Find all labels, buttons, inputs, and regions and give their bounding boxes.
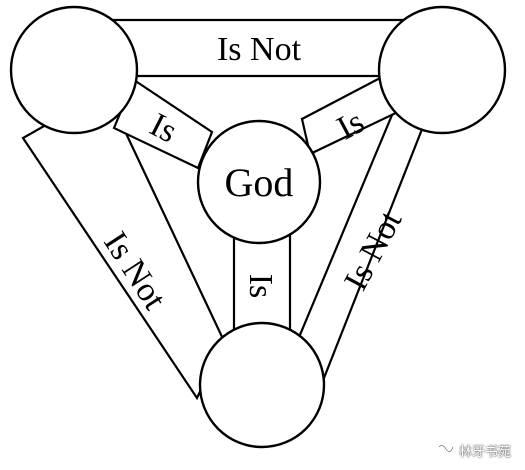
edge-top-label: Is Not xyxy=(217,31,302,68)
wechat-channel-icon xyxy=(438,443,454,453)
watermark: 林牙书苑 xyxy=(437,441,511,460)
watermark-text: 林牙书苑 xyxy=(458,445,511,460)
edge-center-bottom-label: Is xyxy=(242,274,279,299)
node-center-label: God xyxy=(225,160,294,205)
node-top-right xyxy=(377,5,507,135)
node-top-left xyxy=(9,5,139,135)
node-bottom xyxy=(198,321,326,449)
node-center xyxy=(196,119,322,245)
